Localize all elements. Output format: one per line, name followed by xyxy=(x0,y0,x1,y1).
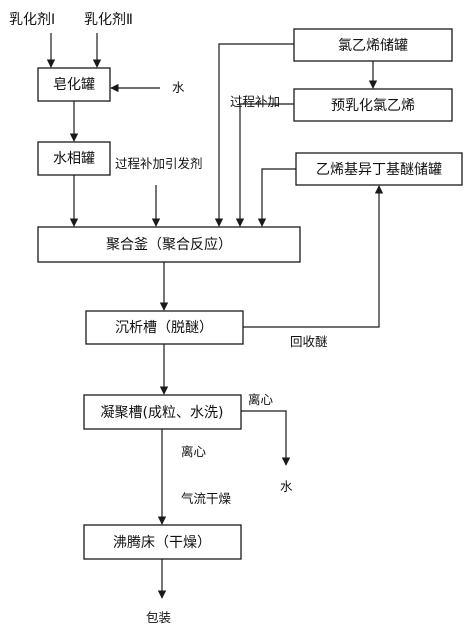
coagulation-tank-label: 凝聚槽(成粒、水洗) xyxy=(101,405,224,421)
pre-emulsified-to-reactor-arrow xyxy=(235,103,294,227)
centrifuge-1-label: 离心 xyxy=(248,392,274,407)
ivbe-storage-label: 乙烯基异丁基醚储罐 xyxy=(316,161,442,178)
water-in-label: 水 xyxy=(172,80,185,95)
soap-tank-label: 皂化罐 xyxy=(53,77,95,93)
settling-tank-label: 沉析槽（脱醚） xyxy=(115,320,213,336)
ivbe-to-reactor-arrow xyxy=(257,168,296,227)
reactor-label: 聚合釜（聚合反应） xyxy=(106,236,232,253)
fluid-bed-label: 沸腾床（干燥） xyxy=(113,534,211,551)
ivbe-storage-box xyxy=(295,152,463,186)
recycle-ether-arrow xyxy=(243,185,384,328)
water-phase-tank-box xyxy=(37,141,111,176)
water-out-label: 水 xyxy=(280,479,293,494)
recycle-ether-label: 回收醚 xyxy=(290,334,328,349)
coagulation-tank-box xyxy=(83,394,242,430)
emulsifier-2-label: 乳化剂Ⅱ xyxy=(84,12,133,28)
centrifuge-2-label: 离心 xyxy=(181,444,207,459)
pre-emulsified-vc-label: 预乳化氯乙烯 xyxy=(331,98,415,114)
vc-storage-label: 氯乙烯储罐 xyxy=(338,38,408,54)
emulsifier-1-label: 乳化剂Ⅰ xyxy=(9,12,55,28)
process-add-initiator-label: 过程补加引发剂 xyxy=(115,156,203,171)
vc-to-reactor-arrow xyxy=(214,43,294,227)
water-phase-tank-label: 水相罐 xyxy=(53,151,95,167)
airflow-dry-label: 气流干燥 xyxy=(181,491,232,506)
water-out-arrow xyxy=(241,410,291,466)
process-add-vc-label: 过程补加 xyxy=(230,94,280,109)
pre-emulsified-vc-box xyxy=(293,88,453,122)
reactor-box xyxy=(37,226,301,263)
soap-tank-box xyxy=(37,67,111,102)
packaging-label: 包装 xyxy=(146,610,171,625)
